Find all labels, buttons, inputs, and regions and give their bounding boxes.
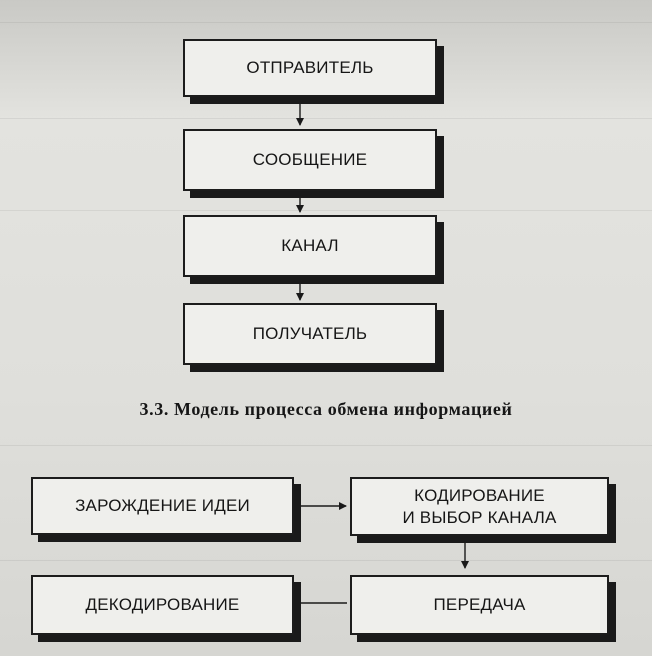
box-sender: ОТПРАВИТЕЛЬ: [183, 39, 437, 97]
box-encoding-label: КОДИРОВАНИЕ И ВЫБОР КАНАЛА: [402, 486, 557, 527]
box-transmission: ПЕРЕДАЧА: [350, 575, 609, 635]
scan-artifact: [0, 210, 652, 211]
figure-caption: 3.3. Модель процесса обмена информацией: [139, 399, 513, 419]
scan-artifact: [0, 118, 652, 119]
scan-artifact: [0, 445, 652, 446]
box-decoding-label: ДЕКОДИРОВАНИЕ: [85, 595, 240, 615]
box-encoding: КОДИРОВАНИЕ И ВЫБОР КАНАЛА: [350, 477, 609, 536]
box-decoding: ДЕКОДИРОВАНИЕ: [31, 575, 294, 635]
box-transmission-label: ПЕРЕДАЧА: [433, 595, 526, 615]
box-idea-label: ЗАРОЖДЕНИЕ ИДЕИ: [75, 496, 250, 516]
box-receiver-label: ПОЛУЧАТЕЛЬ: [252, 324, 368, 344]
box-receiver: ПОЛУЧАТЕЛЬ: [183, 303, 437, 365]
scan-artifact: [0, 22, 652, 23]
box-channel-label: КАНАЛ: [281, 236, 339, 256]
box-message: СООБЩЕНИЕ: [183, 129, 437, 191]
scan-artifact: [0, 560, 652, 561]
box-message-label: СООБЩЕНИЕ: [252, 150, 368, 170]
box-idea: ЗАРОЖДЕНИЕ ИДЕИ: [31, 477, 294, 535]
box-sender-label: ОТПРАВИТЕЛЬ: [246, 58, 374, 78]
box-channel: КАНАЛ: [183, 215, 437, 277]
